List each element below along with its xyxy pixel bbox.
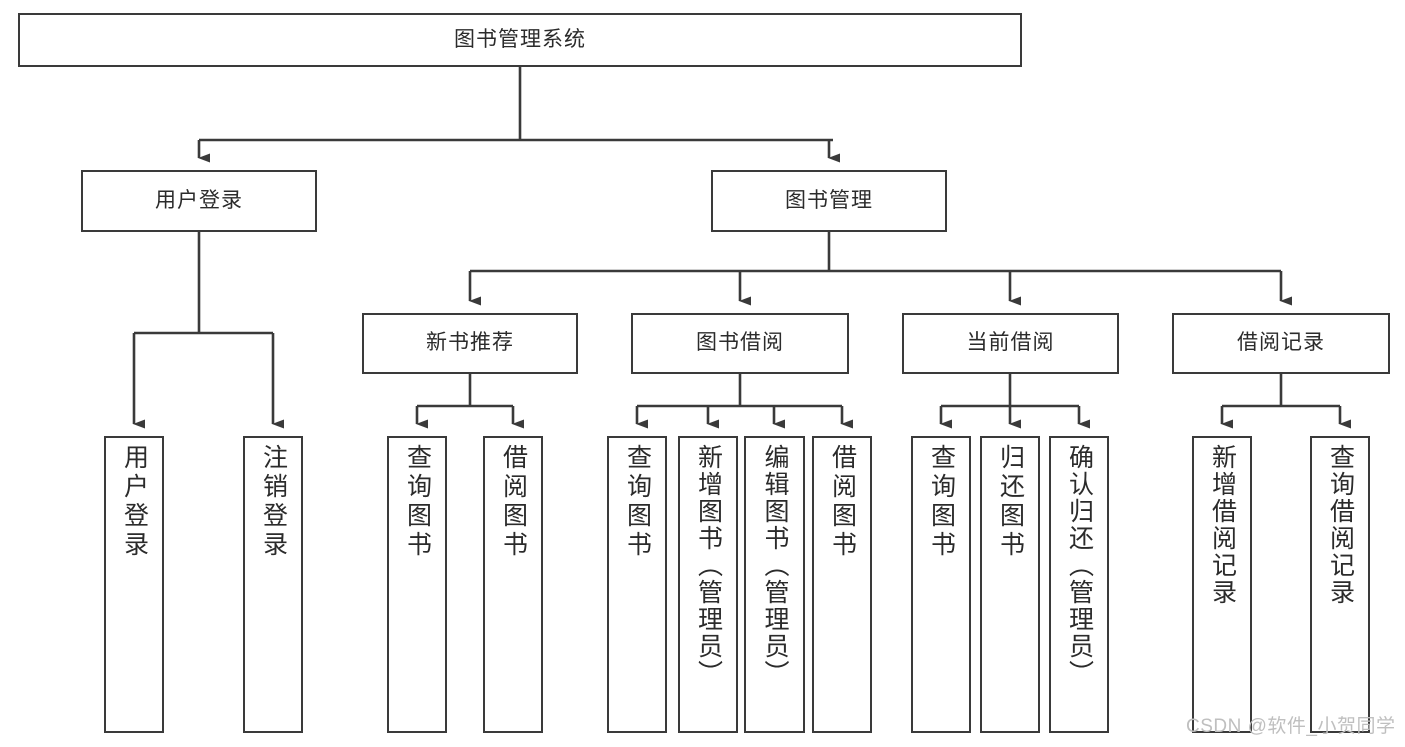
node-leaf-add-record[interactable]: 新增借阅记录 — [1192, 436, 1252, 733]
node-leaf-add-book[interactable]: 新增图书（管理员） — [678, 436, 738, 733]
node-leaf-edit-book-label: 编辑图书（管理员） — [761, 444, 789, 687]
node-leaf-borrow-book-1[interactable]: 借阅图书 — [483, 436, 543, 733]
node-book-manage-label: 图书管理 — [785, 188, 873, 212]
node-leaf-query-book-3-label: 查询图书 — [927, 444, 956, 560]
node-borrow-record[interactable]: 借阅记录 — [1172, 313, 1390, 374]
node-leaf-add-record-label: 新增借阅记录 — [1208, 444, 1237, 606]
node-leaf-borrow-book-1-label: 借阅图书 — [499, 444, 528, 560]
node-leaf-borrow-book-2[interactable]: 借阅图书 — [812, 436, 872, 733]
node-leaf-confirm-return-label: 确认归还（管理员） — [1065, 444, 1094, 687]
node-leaf-return-book[interactable]: 归还图书 — [980, 436, 1040, 733]
node-new-book-rec-label: 新书推荐 — [426, 331, 514, 355]
node-book-borrow-label: 图书借阅 — [696, 331, 784, 355]
node-leaf-user-logout[interactable]: 注销登录 — [243, 436, 303, 733]
node-leaf-add-book-label: 新增图书（管理员） — [694, 444, 723, 687]
node-leaf-confirm-return[interactable]: 确认归还（管理员） — [1049, 436, 1109, 733]
node-book-manage[interactable]: 图书管理 — [711, 170, 947, 232]
node-current-borrow-label: 当前借阅 — [966, 331, 1055, 355]
node-leaf-query-record[interactable]: 查询借阅记录 — [1310, 436, 1370, 733]
node-leaf-borrow-book-2-label: 借阅图书 — [828, 444, 857, 560]
node-leaf-query-book-2-label: 查询图书 — [623, 444, 652, 560]
node-leaf-user-login-label: 用户登录 — [120, 444, 149, 560]
node-leaf-user-login[interactable]: 用户登录 — [104, 436, 164, 733]
node-root[interactable]: 图书管理系统 — [18, 13, 1022, 67]
node-new-book-rec[interactable]: 新书推荐 — [362, 313, 578, 374]
node-leaf-edit-book[interactable]: 编辑图书（管理员） — [744, 436, 805, 733]
csdn-watermark: CSDN @软件_小贺同学 — [1186, 716, 1396, 737]
node-borrow-record-label: 借阅记录 — [1237, 331, 1325, 355]
node-user-login[interactable]: 用户登录 — [81, 170, 317, 232]
node-user-login-label: 用户登录 — [155, 188, 243, 212]
node-leaf-query-book-3[interactable]: 查询图书 — [911, 436, 971, 733]
node-leaf-query-book-1[interactable]: 查询图书 — [387, 436, 447, 733]
node-leaf-user-logout-label: 注销登录 — [259, 444, 288, 560]
node-book-borrow[interactable]: 图书借阅 — [631, 313, 849, 374]
node-current-borrow[interactable]: 当前借阅 — [902, 313, 1119, 374]
node-leaf-query-book-2[interactable]: 查询图书 — [607, 436, 667, 733]
node-leaf-query-book-1-label: 查询图书 — [403, 444, 432, 560]
node-root-label: 图书管理系统 — [454, 27, 586, 51]
node-leaf-query-record-label: 查询借阅记录 — [1326, 444, 1355, 606]
node-leaf-return-book-label: 归还图书 — [996, 444, 1025, 560]
